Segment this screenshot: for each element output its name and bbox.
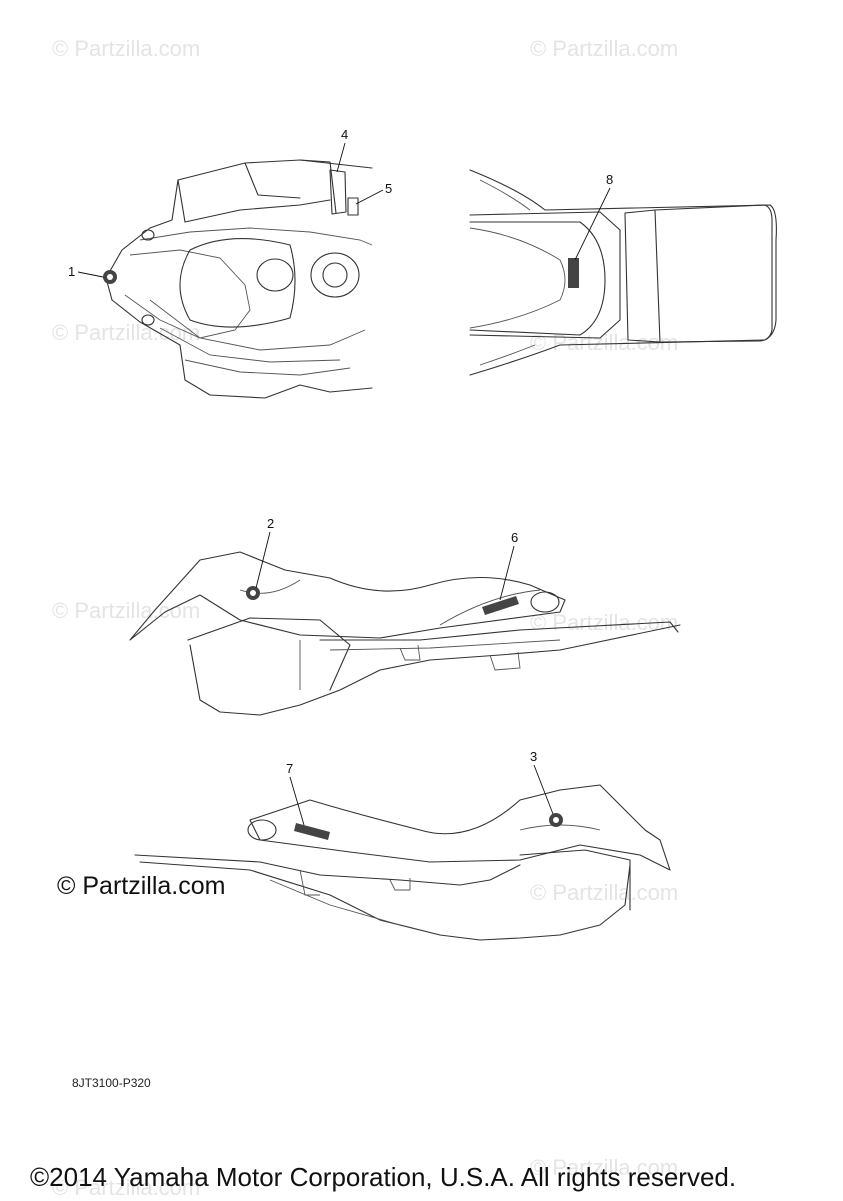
- copyright-notice: ©2014 Yamaha Motor Corporation, U.S.A. A…: [30, 1162, 737, 1192]
- side-view-right: [134, 784, 671, 941]
- watermark-8: © Partzilla.com: [52, 1175, 201, 1200]
- callout-5: 5: [385, 181, 392, 196]
- watermark-5: © Partzilla.com: [52, 598, 201, 623]
- callout-4: 4: [341, 127, 348, 142]
- top-view-front: [103, 159, 373, 399]
- top-view-rear: [469, 169, 777, 376]
- callout-1: 1: [68, 264, 75, 279]
- callout-3: 3: [530, 749, 537, 764]
- callout-8: 8: [606, 172, 613, 187]
- callout-6: 6: [511, 530, 518, 545]
- callout-2: 2: [267, 516, 274, 531]
- watermark-2: © Partzilla.com: [530, 36, 679, 61]
- partzilla-brand-watermark: © Partzilla.com: [57, 872, 226, 900]
- watermark-9: © Partzilla.com: [530, 1155, 679, 1180]
- callouts: 1 4 5 8 2 6 7 3: [68, 127, 613, 826]
- drawing-code: 8JT3100-P320: [72, 1076, 151, 1090]
- side-view-left: [129, 551, 681, 716]
- watermark-3: © Partzilla.com: [52, 320, 201, 345]
- watermark-1: © Partzilla.com: [52, 36, 201, 61]
- watermark-7: © Partzilla.com: [530, 880, 679, 905]
- callout-7: 7: [286, 761, 293, 776]
